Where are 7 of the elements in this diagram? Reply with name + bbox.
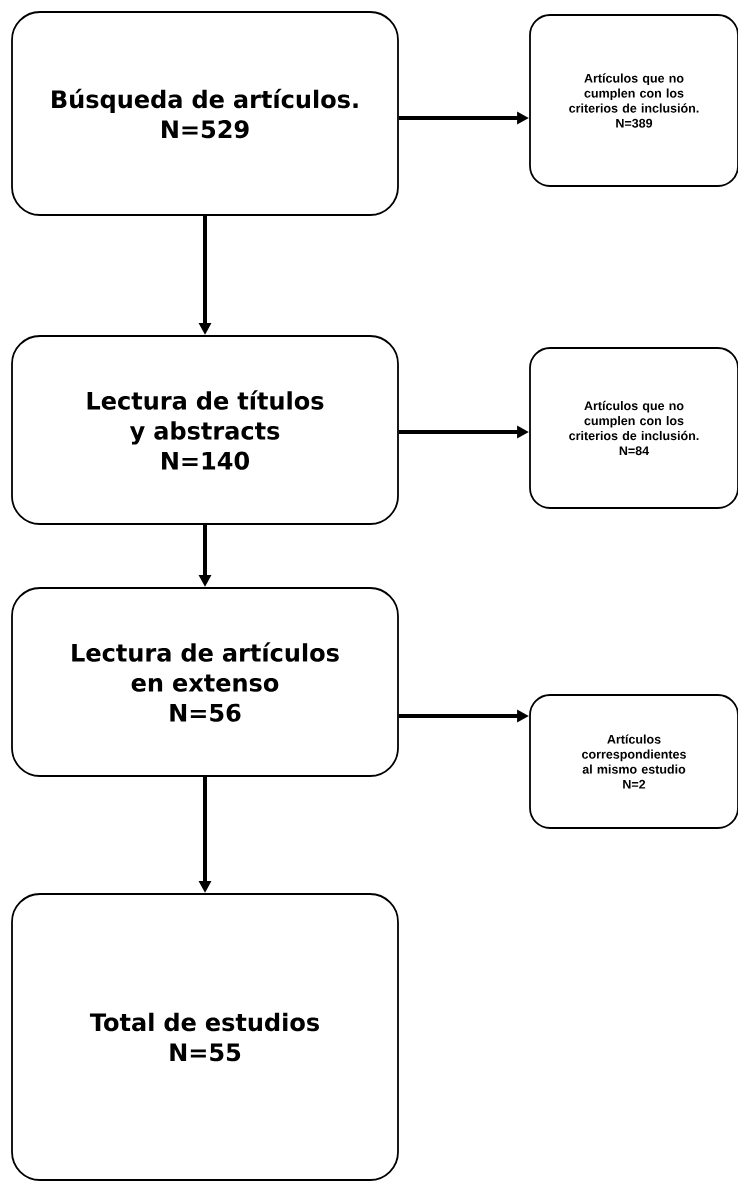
process-box: Búsqueda de artículos. N=529 — [11, 11, 399, 216]
process-box: Lectura de títulos y abstracts N=140 — [11, 335, 399, 525]
process-box: Artículos que no cumplen con los criterios de inclusión. N=84 — [529, 347, 738, 509]
process-box: Total de estudios N=55 — [11, 893, 399, 1181]
process-box: Lectura de artículos en extenso N=56 — [11, 587, 399, 777]
process-box: Artículos correspondientes al mismo estudio N=2 — [529, 694, 738, 829]
process-box: Artículos que no cumplen con los criterios de inclusión. N=389 — [529, 14, 738, 187]
